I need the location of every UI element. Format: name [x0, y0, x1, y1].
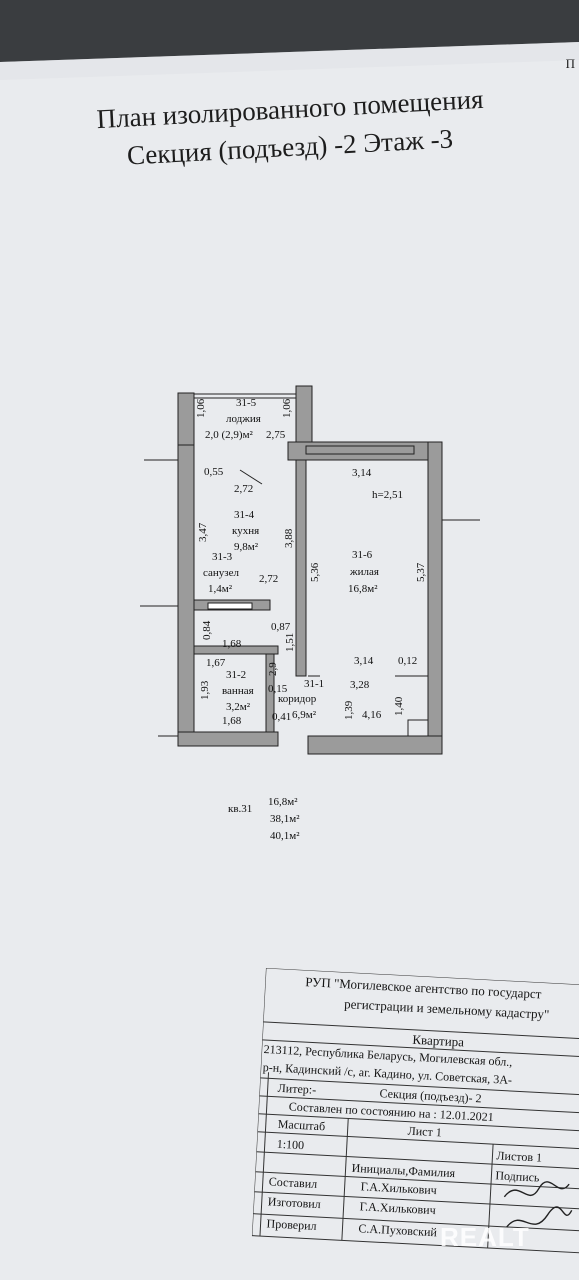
dim-living-left: 5,36 [309, 562, 321, 582]
dim-living-top: 3,14 [352, 467, 372, 479]
room-31-1-id: 31-1 [304, 678, 325, 690]
object-type: Квартира [412, 1031, 465, 1050]
dim-bath-top: 2,72 [259, 573, 279, 585]
dim-loggia-width: 2,75 [266, 429, 286, 441]
room-31-3-id: 31-3 [212, 551, 233, 563]
dim-29: 2,9 [267, 662, 279, 676]
dim-kitchen-top: 2,72 [234, 483, 254, 495]
compiled-label: Составил [268, 1174, 318, 1191]
dim-kitchen-inner: 3,88 [283, 528, 295, 548]
scale-label: Масштаб [277, 1116, 326, 1134]
dim-living-bottom: 3,14 [354, 655, 374, 667]
signature-scribble [503, 1181, 573, 1228]
dim-087: 0,87 [271, 621, 291, 633]
room-31-1-name: коридор [278, 693, 317, 705]
room-31-2-area: 3,2м² [226, 701, 251, 713]
liter: Литер:- [277, 1080, 317, 1097]
watermark: REALT [440, 1222, 530, 1252]
dim-139: 1,39 [343, 700, 355, 720]
made-label: Изготовил [267, 1194, 322, 1212]
dim-kitchen-side: 3,47 [197, 522, 209, 542]
dim-168b: 1,68 [222, 715, 242, 727]
room-31-4-id: 31-4 [234, 509, 255, 521]
room-31-5-id: 31-5 [236, 397, 257, 409]
dim-151: 1,51 [284, 632, 296, 652]
room-31-6-area: 16,8м² [348, 583, 378, 595]
apartment-number: кв.31 [228, 803, 253, 815]
room-31-3-area: 1,4м² [208, 583, 233, 595]
dim-140: 1,40 [393, 696, 405, 716]
room-31-5-area: 2,0 (2,9)м² [205, 429, 253, 441]
scale-value: 1:100 [276, 1136, 305, 1153]
corner-mark: П [565, 56, 575, 71]
dim-loggia-left: 1,06 [195, 398, 207, 418]
dim-416: 4,16 [362, 709, 382, 721]
dim-084: 0,84 [201, 620, 213, 640]
title-block: РУП "Могилевское агентство по государст … [251, 968, 579, 1255]
room-31-6-id: 31-6 [352, 549, 373, 561]
room-31-4-name: кухня [232, 525, 260, 537]
room-31-6-name: жилая [350, 566, 379, 578]
dim-012: 0,12 [398, 655, 418, 667]
dim-167: 1,67 [206, 657, 226, 669]
dim-loggia-right: 1,06 [281, 398, 293, 418]
dim-015: 0,15 [268, 683, 288, 695]
room-31-2-name: ванная [222, 685, 254, 697]
room-31-2-id: 31-2 [226, 669, 247, 681]
room-31-3-name: санузел [203, 567, 240, 579]
total-area-with-loggia: 40,1м² [270, 830, 300, 842]
dim-041: 0,41 [272, 711, 292, 723]
dim-living-right: 5,37 [415, 562, 427, 582]
room-31-4-area: 9,8м² [234, 541, 259, 553]
dim-055: 0,55 [204, 466, 224, 478]
dim-168a: 1,68 [222, 638, 242, 650]
dim-328: 3,28 [350, 679, 370, 691]
room-31-5-name: лоджия [226, 413, 261, 425]
living-area: 16,8м² [268, 796, 298, 808]
sheet-number: Лист 1 [407, 1123, 443, 1140]
sheets-count: Листов 1 [496, 1148, 543, 1165]
title-block-grid [251, 968, 579, 1254]
dim-193: 1,93 [199, 680, 211, 700]
total-area: 38,1м² [270, 813, 300, 825]
room-31-1-area: 6,9м² [292, 709, 317, 721]
checked-label: Проверил [266, 1216, 317, 1233]
dim-height: h=2,51 [372, 489, 403, 501]
